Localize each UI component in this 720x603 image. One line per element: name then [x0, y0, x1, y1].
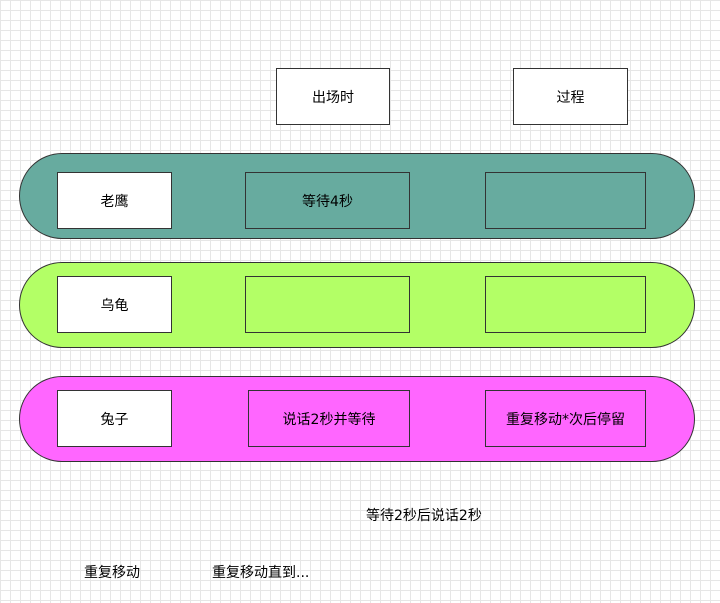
- note-repeat-move: 重复移动: [84, 565, 140, 581]
- lane-rabbit-name: 兔子: [57, 390, 172, 447]
- lane-rabbit-appear-cell: 说话2秒并等待: [248, 390, 410, 447]
- header-process: 过程: [513, 68, 628, 125]
- note-repeat-until: 重复移动直到...: [212, 565, 310, 581]
- lane-eagle-appear-cell: 等待4秒: [245, 172, 410, 229]
- lane-rabbit-process-cell: 重复移动*次后停留: [485, 390, 646, 447]
- header-appear: 出场时: [276, 68, 390, 125]
- note-wait-then-talk: 等待2秒后说话2秒: [366, 508, 482, 524]
- lane-turtle-name: 乌龟: [57, 276, 172, 333]
- lane-eagle-name: 老鹰: [57, 172, 172, 229]
- lane-turtle-process-cell: [485, 276, 646, 333]
- lane-turtle-appear-cell: [245, 276, 410, 333]
- lane-eagle-process-cell: [485, 172, 646, 229]
